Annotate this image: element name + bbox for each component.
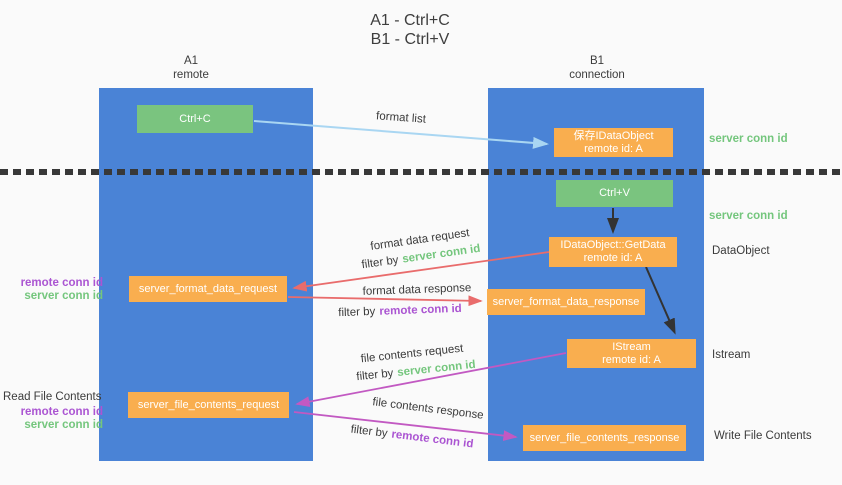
- server-conn-id-annotation-1: server conn id: [709, 133, 788, 145]
- server-file-contents-request-label: server_file_contents_request: [137, 398, 280, 411]
- server-file-contents-response-box: server_file_contents_response: [523, 425, 686, 451]
- column-a-id: A1: [183, 55, 199, 67]
- format-data-response-label: format data response: [362, 282, 471, 298]
- file-contents-response-text: file contents response: [371, 396, 485, 422]
- remote-conn-id-text: remote conn id: [390, 428, 475, 451]
- format-data-response-text: format data response: [362, 282, 472, 298]
- format-list-label: format list: [376, 110, 427, 125]
- diagram-title: A1 - Ctrl+C B1 - Ctrl+V: [0, 11, 820, 49]
- ctrl-v-box: Ctrl+V: [556, 180, 673, 207]
- column-a-name: remote: [173, 69, 209, 81]
- server-conn-id-text: server conn id: [396, 358, 477, 379]
- getdata-line2: remote id: A: [583, 252, 643, 264]
- filter-by-text: filter by: [355, 367, 394, 384]
- remote-conn-id-text: remote conn id: [20, 277, 103, 289]
- istream-box: IStream remote id: A: [567, 339, 696, 368]
- server-conn-id-text: server conn id: [709, 133, 788, 145]
- istream-line2: remote id: A: [602, 353, 661, 366]
- server-file-contents-request-box: server_file_contents_request: [128, 392, 289, 418]
- server-conn-id-text: server conn id: [24, 419, 103, 431]
- conn-id-pair-1: remote conn id server conn id: [15, 277, 103, 303]
- dataobject-annotation: DataObject: [712, 245, 770, 257]
- conn-id-pair-2: remote conn id server conn id: [15, 406, 103, 432]
- read-file-contents-text: Read File Contents: [3, 391, 102, 403]
- filter-by-text: filter by: [349, 423, 389, 440]
- copy-paste-divider-line: [0, 169, 842, 175]
- ctrl-v-label: Ctrl+V: [599, 187, 630, 199]
- column-b-header: B1 connection: [537, 54, 657, 82]
- save-dataobject-line2: remote id: A: [584, 142, 643, 155]
- write-file-contents-text: Write File Contents: [714, 430, 812, 442]
- title-line2: B1 - Ctrl+V: [370, 31, 450, 48]
- title-line1: A1 - Ctrl+C: [370, 12, 450, 29]
- write-file-contents-annotation: Write File Contents: [714, 430, 812, 442]
- server-conn-id-text: server conn id: [24, 290, 103, 302]
- format-list-text: format list: [375, 110, 427, 126]
- dataobject-text: DataObject: [712, 245, 770, 257]
- ctrl-c-label: Ctrl+C: [179, 112, 211, 125]
- filter-by-text: filter by: [338, 305, 376, 320]
- server-format-data-request-box: server_format_data_request: [129, 276, 287, 302]
- save-dataobject-box: 保存IDataObject remote id: A: [554, 128, 673, 157]
- save-dataobject-line1: 保存IDataObject: [573, 129, 654, 142]
- server-format-data-request-label: server_format_data_request: [138, 282, 278, 295]
- read-file-contents-annotation: Read File Contents: [3, 391, 101, 403]
- column-b-id: B1: [589, 55, 605, 67]
- server-conn-id-text: server conn id: [709, 210, 788, 222]
- istream-annotation: Istream: [712, 349, 750, 361]
- remote-conn-id-text: remote conn id: [379, 302, 462, 318]
- getdata-line1: IDataObject::GetData: [560, 239, 666, 251]
- remote-conn-id-text: remote conn id: [20, 406, 103, 418]
- server-conn-id-annotation-2: server conn id: [709, 210, 788, 222]
- server-file-contents-response-label: server_file_contents_response: [529, 431, 680, 444]
- arrow-format-data-response: [287, 295, 483, 307]
- ctrl-c-box: Ctrl+C: [137, 105, 253, 133]
- getdata-box: IDataObject::GetData remote id: A: [549, 237, 677, 267]
- column-b-name: connection: [569, 69, 625, 81]
- column-a-header: A1 remote: [131, 54, 251, 82]
- file-contents-response-label: file contents response: [372, 396, 485, 422]
- filter-by-text: filter by: [360, 254, 400, 272]
- server-format-data-response-box: server_format_data_response: [487, 289, 645, 315]
- server-format-data-response-label: server_format_data_response: [492, 295, 640, 308]
- istream-line1: IStream: [612, 340, 651, 353]
- istream-text: Istream: [712, 349, 751, 361]
